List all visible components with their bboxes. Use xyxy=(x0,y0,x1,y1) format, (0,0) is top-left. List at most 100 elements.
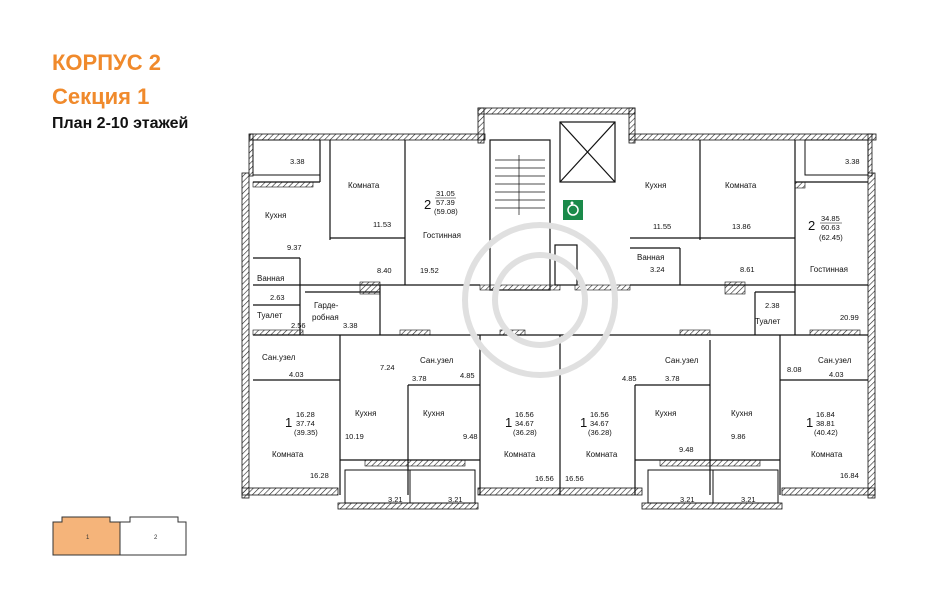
area-value: 2.38 xyxy=(765,301,780,310)
area-value: 9.48 xyxy=(463,432,478,441)
area-value: 2.56 xyxy=(291,321,306,330)
kitchen-label: Кухня xyxy=(645,181,666,190)
sanuzel-label: Сан.узел xyxy=(818,356,852,365)
svg-text:34.85: 34.85 xyxy=(821,214,840,223)
toilet-label: Туалет xyxy=(257,311,283,320)
apartment-2-left: 2 31.05 57.39 (59.08) xyxy=(424,189,458,216)
area-value: 3.21 xyxy=(741,495,756,504)
kitchen-label: Кухня xyxy=(655,409,676,418)
area-value: 16.28 xyxy=(310,471,329,480)
balconies xyxy=(252,139,869,504)
area-value: 3.21 xyxy=(388,495,403,504)
area-value: 2.63 xyxy=(270,293,285,302)
apartment-1-c: 1 16.56 34.67 (36.28) xyxy=(580,410,612,437)
room-label: Комната xyxy=(586,450,618,459)
apartment-1-b: 1 16.56 34.67 (36.28) xyxy=(505,410,537,437)
area-value: 11.53 xyxy=(373,220,391,229)
svg-text:1: 1 xyxy=(580,415,587,430)
svg-text:1: 1 xyxy=(505,415,512,430)
area-value: 10.19 xyxy=(345,432,364,441)
room-labels: Кухня Комната Гостинная Ванная Туалет Га… xyxy=(257,181,852,459)
svg-text:60.63: 60.63 xyxy=(821,223,840,232)
watermark-logo xyxy=(462,222,618,378)
area-value: 4.03 xyxy=(829,370,844,379)
svg-text:1: 1 xyxy=(86,535,90,541)
area-value: 3.24 xyxy=(650,265,665,274)
area-value: 9.86 xyxy=(731,432,746,441)
svg-text:2: 2 xyxy=(424,197,431,212)
stairs xyxy=(495,155,545,215)
svg-text:16.28: 16.28 xyxy=(296,410,315,419)
svg-text:16.56: 16.56 xyxy=(515,410,534,419)
room-label: Комната xyxy=(348,181,380,190)
living-room-label: Гостинная xyxy=(810,265,848,274)
room-label: Комната xyxy=(504,450,536,459)
area-value: 11.55 xyxy=(653,222,671,231)
bathroom-label: Ванная xyxy=(257,274,284,283)
apartment-1-d: 1 16.84 38.81 (40.42) xyxy=(806,410,838,437)
area-value: 8.40 xyxy=(377,266,392,275)
area-values: 3.38 11.53 9.37 2.63 2.56 3.38 8.40 19.5… xyxy=(270,157,860,504)
area-value: 3.78 xyxy=(412,374,427,383)
key-section-2 xyxy=(119,516,187,556)
living-room-label: Гостинная xyxy=(423,231,461,240)
area-value: 4.85 xyxy=(460,371,475,380)
section-title: Секция 1 xyxy=(52,84,150,109)
area-value: 9.37 xyxy=(287,243,302,252)
wheelchair-icon xyxy=(563,200,583,220)
apartment-2-right: 2 34.85 60.63 (62.45) xyxy=(808,214,843,242)
area-value: 3.21 xyxy=(448,495,463,504)
svg-text:(36.28): (36.28) xyxy=(513,428,537,437)
svg-text:1: 1 xyxy=(806,415,813,430)
svg-text:31.05: 31.05 xyxy=(436,189,455,198)
area-value: 19.52 xyxy=(420,266,439,275)
area-value: 16.56 xyxy=(565,474,584,483)
sanuzel-label: Сан.узел xyxy=(420,356,454,365)
svg-text:1: 1 xyxy=(285,415,292,430)
interior-walls xyxy=(253,121,868,495)
wall-hatch-segments xyxy=(252,181,861,467)
room-label: Комната xyxy=(811,450,843,459)
area-value: 4.03 xyxy=(289,370,304,379)
key-section-1 xyxy=(52,516,121,556)
kitchen-label: Кухня xyxy=(355,409,376,418)
sanuzel-label: Сан.узел xyxy=(665,356,699,365)
area-value: 9.48 xyxy=(679,445,694,454)
wardrobe-label: робная xyxy=(312,313,339,322)
wardrobe-label: Гарде- xyxy=(314,301,339,310)
kitchen-label: Кухня xyxy=(265,211,286,220)
svg-text:(62.45): (62.45) xyxy=(819,233,843,242)
svg-text:2: 2 xyxy=(808,218,815,233)
svg-text:(40.42): (40.42) xyxy=(814,428,838,437)
svg-text:(36.28): (36.28) xyxy=(588,428,612,437)
area-value: 8.61 xyxy=(740,265,755,274)
svg-text:16.84: 16.84 xyxy=(816,410,835,419)
toilet-label: Туалет xyxy=(755,317,781,326)
apartment-1-a: 1 16.28 37.74 (39.35) xyxy=(285,410,318,437)
sanuzel-label: Сан.узел xyxy=(262,353,296,362)
area-value: 3.38 xyxy=(343,321,358,330)
area-value: 4.85 xyxy=(622,374,637,383)
area-value: 16.84 xyxy=(840,471,859,480)
plan-title: План 2-10 этажей xyxy=(52,115,189,132)
building-title: КОРПУС 2 xyxy=(52,50,161,75)
area-value: 16.56 xyxy=(535,474,554,483)
svg-text:57.39: 57.39 xyxy=(436,198,455,207)
key-plan: 1 2 xyxy=(52,516,187,556)
svg-text:16.56: 16.56 xyxy=(590,410,609,419)
kitchen-label: Кухня xyxy=(423,409,444,418)
area-value: 3.21 xyxy=(680,495,695,504)
svg-text:(59.08): (59.08) xyxy=(434,207,458,216)
svg-text:2: 2 xyxy=(154,535,158,541)
svg-text:38.81: 38.81 xyxy=(816,419,835,428)
area-value: 8.08 xyxy=(787,365,802,374)
area-value: 3.78 xyxy=(665,374,680,383)
svg-text:34.67: 34.67 xyxy=(515,419,534,428)
room-label: Комната xyxy=(725,181,757,190)
svg-text:34.67: 34.67 xyxy=(590,419,609,428)
apartment-summary: 2 31.05 57.39 (59.08) 2 34.85 60.63 (62.… xyxy=(285,189,843,437)
area-value: 20.99 xyxy=(840,313,859,322)
svg-text:37.74: 37.74 xyxy=(296,419,315,428)
kitchen-label: Кухня xyxy=(731,409,752,418)
